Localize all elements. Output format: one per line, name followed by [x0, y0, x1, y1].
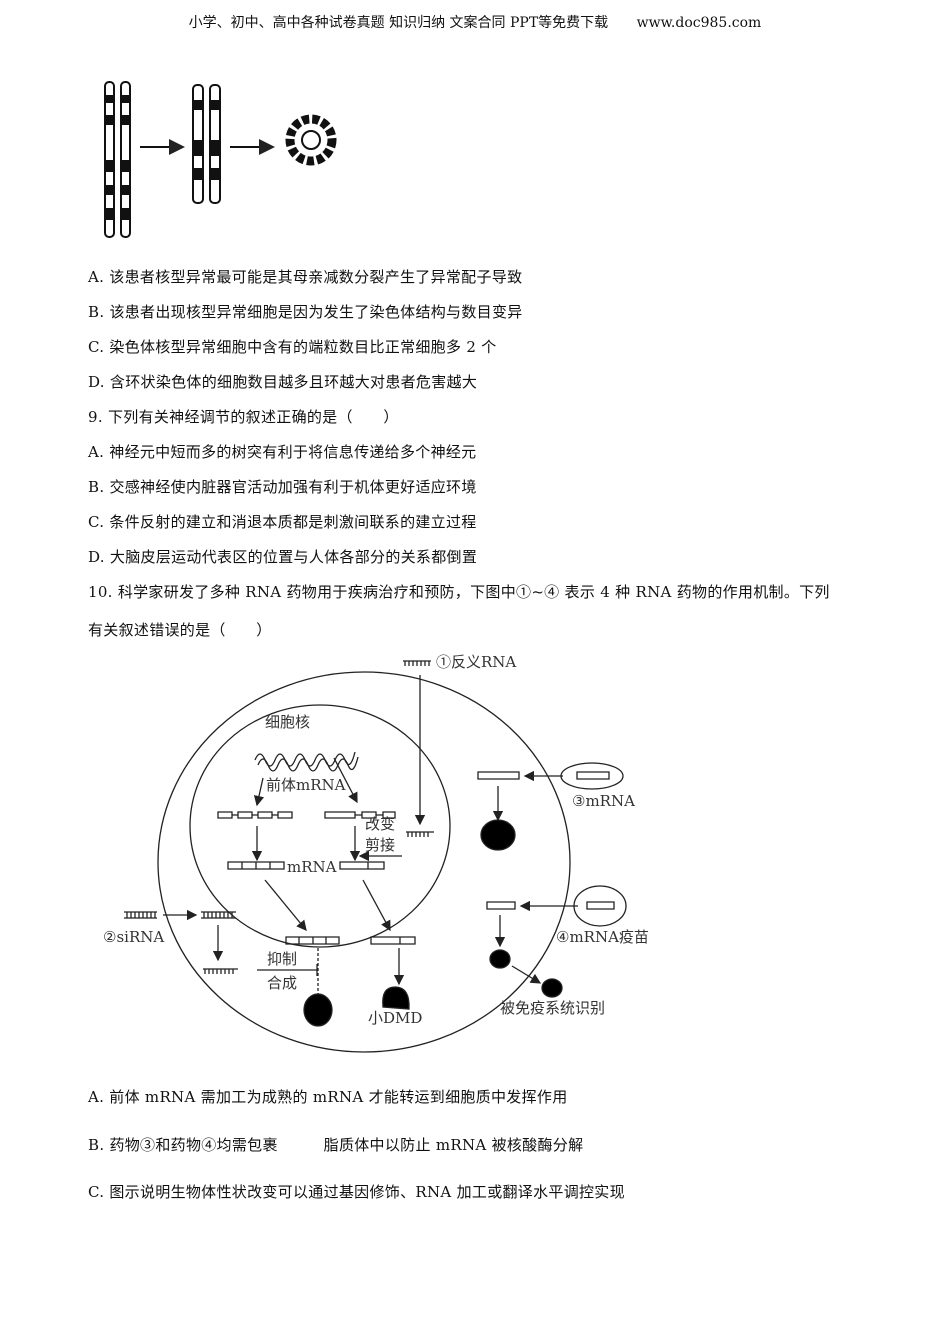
q9-option-a: A. 神经元中短而多的树突有利于将信息传递给多个神经元	[88, 443, 477, 461]
label-antisense: ①反义RNA	[436, 653, 516, 671]
label-splice: 剪接	[365, 836, 395, 854]
q8-option-b: B. 该患者出现核型异常细胞是因为发生了染色体结构与数目变异	[88, 303, 523, 321]
q9-stem: 9. 下列有关神经调节的叙述正确的是（ ）	[88, 408, 399, 426]
q10-stem-line2: 有关叙述错误的是（ ）	[88, 621, 272, 639]
q8-option-c: C. 染色体核型异常细胞中含有的端粒数目比正常细胞多 2 个	[88, 338, 497, 356]
label-inhibit: 抑制	[267, 950, 297, 968]
page-header: 小学、初中、高中各种试卷真题 知识归纳 文案合同 PPT等免费下载 www.do…	[0, 12, 950, 32]
q8-option-d: D. 含环状染色体的细胞数目越多且环越大对患者危害越大	[88, 373, 478, 391]
rna-drug-diagram	[124, 660, 627, 1053]
label-mrna: mRNA	[287, 858, 337, 876]
header-url[interactable]: www.doc985.com	[636, 15, 762, 31]
label-pre-mrna: 前体mRNA	[266, 776, 346, 794]
label-synthesis: 合成	[267, 974, 297, 992]
q9-option-c: C. 条件反射的建立和消退本质都是刺激间联系的建立过程	[88, 513, 477, 531]
label-change: 改变	[365, 815, 395, 833]
q10-option-a: A. 前体 mRNA 需加工为成熟的 mRNA 才能转运到细胞质中发挥作用	[88, 1088, 568, 1106]
q9-option-b: B. 交感神经使内脏器官活动加强有利于机体更好适应环境	[88, 478, 477, 496]
label-nucleus: 细胞核	[265, 713, 310, 731]
q10-stem-line1: 10. 科学家研发了多种 RNA 药物用于疾病治疗和预防，下图中①~④ 表示 4…	[88, 583, 830, 601]
label-immune: 被免疫系统识别	[500, 999, 605, 1017]
q10-option-b: B. 药物③和药物④均需包裹 脂质体中以防止 mRNA 被核酸酶分解	[88, 1136, 584, 1154]
q9-option-d: D. 大脑皮层运动代表区的位置与人体各部分的关系都倒置	[88, 548, 478, 566]
q10-option-c: C. 图示说明生物体性状改变可以通过基因修饰、RNA 加工或翻译水平调控实现	[88, 1183, 625, 1201]
label-vaccine: ④mRNA疫苗	[556, 928, 649, 946]
q8-option-a: A. 该患者核型异常最可能是其母亲减数分裂产生了异常配子导致	[88, 268, 523, 286]
chromosome-figure	[104, 81, 337, 238]
nucleus-outline	[189, 704, 451, 948]
header-text: 小学、初中、高中各种试卷真题 知识归纳 文案合同 PPT等免费下载	[188, 15, 609, 31]
label-mrna3: ③mRNA	[572, 792, 635, 810]
label-small-dmd: 小DMD	[368, 1009, 422, 1027]
cell-membrane	[157, 671, 571, 1053]
label-sirna: ②siRNA	[103, 928, 164, 946]
